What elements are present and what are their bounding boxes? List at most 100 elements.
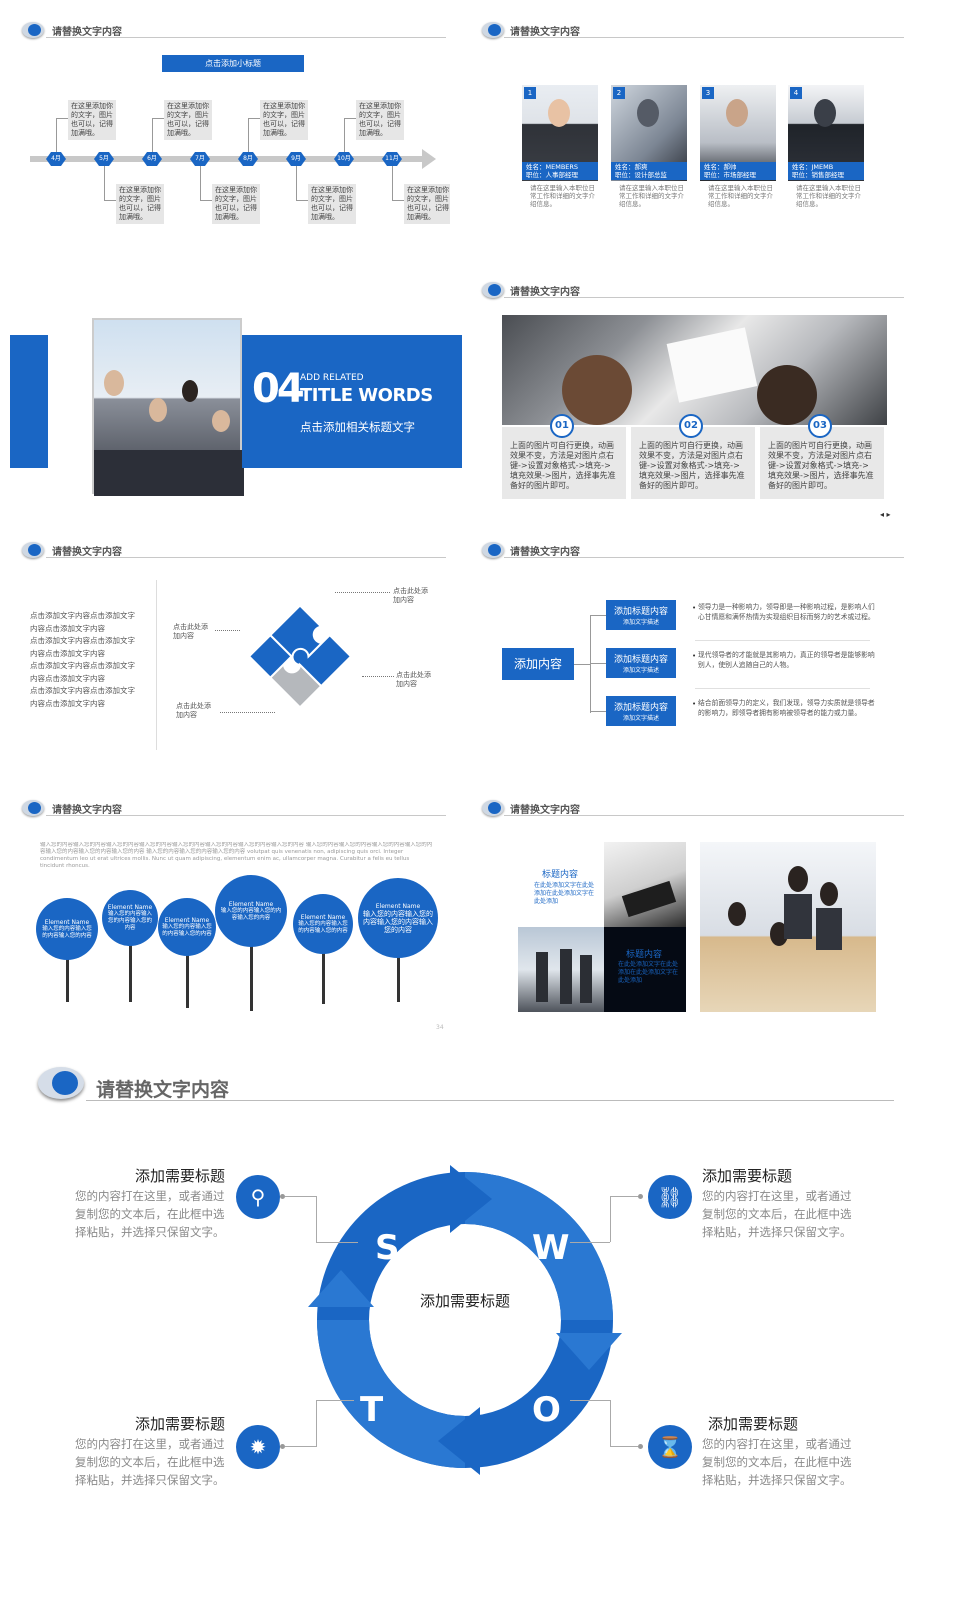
tree-text: 输入您的内容输入您的内容输入您的内容 — [42, 925, 92, 939]
timeline-month: 6月 — [142, 152, 162, 166]
swot-letter-t: T — [360, 1390, 384, 1430]
tree-title: Element Name — [375, 902, 421, 910]
member-number: 2 — [613, 87, 625, 99]
swot-cycle-ring: S W T O — [308, 1165, 622, 1475]
header-logo-icon — [482, 282, 504, 298]
left-text-line: 内容点击添加文字内容 — [30, 698, 105, 708]
slide-header: 请替换文字内容 — [52, 27, 122, 38]
team-photo — [92, 318, 244, 496]
slide-section: 04 ADD RELATED TITLE WORDS 点击添加相关标题文字 — [10, 270, 470, 510]
swot-item-text: 您的内容打在这里，或者通过复制您的文本后，在此框中选择粘贴，并选择只保留文字。 — [702, 1437, 852, 1487]
tree-trunk — [186, 950, 189, 1008]
tree-trunk — [322, 948, 325, 1004]
member-role: 职位：销售部经理 — [792, 171, 844, 179]
tree-text: 输入您的内容输入您的内容输入您的内容 — [107, 911, 152, 931]
info-box: 上面的图片可自行更换，动画效果不变，方法是对图片点右键->设置对象格式->填充-… — [502, 427, 626, 499]
tree-trunk — [66, 954, 69, 1002]
header-logo-icon — [22, 22, 44, 38]
arrow-left-icon — [308, 1270, 374, 1307]
header-logo-icon — [482, 800, 504, 816]
text-panel-dark: 标题内容 在此处添加文字在此处添加在此处添加文字在此处添加 — [604, 927, 686, 1012]
slide-header: 请替换文字内容 — [52, 805, 122, 816]
member-name: 姓名：JMEMB — [792, 163, 834, 171]
section-en-big: TITLE WORDS — [300, 385, 433, 406]
puzzle-label: 点击此处添加内容 — [173, 623, 208, 640]
tree-text: 输入您的内容输入您的内容输入您的内容输入您的内容 — [363, 909, 433, 934]
slide-header: 请替换文字内容 — [52, 547, 122, 558]
member-name: 姓名：郝帅 — [704, 163, 737, 171]
panel-desc: 在此处添加文字在此处添加在此处添加文字在此处添加 — [534, 882, 595, 905]
timeline-note: 在这里添加你的文字，图片也可以，记得加满哦。 — [116, 184, 164, 224]
timeline-month: 11月 — [382, 152, 402, 166]
title-button-sub: 添加文字描述 — [622, 715, 659, 722]
arrow-bottom-icon — [438, 1407, 480, 1475]
swot-item-text: 您的内容打在这里，或者通过复制您的文本后，在此框中选择粘贴，并选择只保留文字。 — [75, 1437, 225, 1487]
title-button[interactable]: 添加标题内容添加文字描述 — [606, 600, 676, 630]
panel-title: 标题内容 — [542, 870, 579, 880]
section-number: 04 — [252, 366, 305, 412]
section-cn-title: 点击添加相关标题文字 — [300, 420, 415, 434]
timeline-note: 在这里添加你的文字，图片也可以，记得加满哦。 — [308, 184, 356, 224]
left-text-line: 点击添加文字内容点击添加文字 — [30, 611, 135, 620]
title-button[interactable]: 添加标题内容添加文字描述 — [606, 648, 676, 678]
timeline-month: 8月 — [238, 152, 258, 166]
info-number: 03 — [808, 414, 832, 438]
puzzle-piece-bottom — [247, 633, 293, 680]
swot-item-text: 您的内容打在这里，或者通过复制您的文本后，在此框中选择粘贴，并选择只保留文字。 — [75, 1189, 225, 1239]
tree-title: Element Name — [44, 918, 90, 926]
slide-swot: 请替换文字内容 S W T O 添加需要标题 添加需要标题 您的内容打在这里，或… — [10, 1055, 930, 1610]
nav-arrows-icon[interactable]: ◂ ▸ — [880, 510, 891, 519]
bullet-icon: • — [692, 652, 697, 660]
chain-link-icon: ⛓ — [648, 1175, 692, 1219]
swot-letter-s: S — [375, 1228, 400, 1268]
header-logo-icon — [38, 1067, 84, 1099]
slide-header: 请替换文字内容 — [510, 287, 580, 298]
intro-paragraph: 输入您的内容输入您的内容输入您的内容输入您的内容输入您的内容输入您的内容输入您的… — [40, 842, 433, 869]
member-desc: 请在这里输入本职位日常工作和详细的文字介绍信息。 — [708, 184, 773, 208]
slide-meeting: 请替换文字内容 上面的图片可自行更换，动画效果不变，方法是对图片点右键->设置对… — [470, 270, 920, 520]
member-caption: 姓名：郝爽职位：设计部总监 — [611, 162, 687, 180]
timeline-month: 7月 — [190, 152, 210, 166]
member-caption: 姓名：郝帅职位：市场部经理 — [700, 162, 776, 180]
tree-text: 输入您的内容输入您的内容输入您的内容 — [162, 923, 212, 937]
slide-puzzle: 请替换文字内容 点击添加文字内容点击添加文字内容点击添加文字内容点击添加文字内容… — [10, 530, 450, 760]
header-logo-icon — [482, 22, 504, 38]
timeline-month: 10月 — [334, 152, 354, 166]
title-button-label: 添加标题内容 — [613, 703, 668, 713]
slide-header: 请替换文字内容 — [510, 27, 580, 38]
member-desc: 请在这里输入本职位日常工作和详细的文字介绍信息。 — [619, 184, 684, 208]
timeline-note: 在这里添加你的文字，图片也可以，记得加满哦。 — [212, 184, 260, 224]
header-logo-icon — [482, 542, 504, 558]
tree-title: Element Name — [164, 916, 210, 924]
main-content-box[interactable]: 添加内容 — [502, 648, 574, 680]
timeline-note: 在这里添加你的文字，图片也可以，记得加满哦。 — [164, 100, 212, 140]
slide-header: 请替换文字内容 — [510, 805, 580, 816]
panel-title: 标题内容 — [626, 950, 663, 960]
swot-item-title: 添加需要标题 — [702, 1167, 793, 1185]
puzzle-label: 点击此处添加内容 — [393, 587, 428, 604]
left-text-line: 点击添加文字内容点击添加文字 — [30, 686, 135, 695]
timeline-note: 在这里添加你的文字，图片也可以，记得加满哦。 — [356, 100, 404, 140]
timeline-note: 在这里添加你的文字，图片也可以，记得加满哦。 — [260, 100, 308, 140]
alert-badge-icon: ✹ — [236, 1425, 280, 1469]
title-button-sub: 添加文字描述 — [622, 619, 659, 626]
member-name: 姓名：MEMBERS — [526, 163, 579, 171]
title-button[interactable]: 添加标题内容添加文字描述 — [606, 696, 676, 726]
leadership-text: 结合前面领导力的定义，我们发现，领导力实质就是领导者的影响力，即领导者拥有影响被… — [698, 699, 875, 717]
subtitle-button[interactable]: 点击添加小标题 — [162, 55, 304, 72]
title-button-sub: 添加文字描述 — [622, 667, 659, 674]
swot-letter-w: W — [532, 1228, 570, 1268]
leadership-text: 现代领导者的才能就是其影响力，真正的领导者是能够影响别人，使别人追随自己的人物。 — [698, 651, 875, 669]
section-en-small: ADD RELATED — [300, 373, 364, 383]
left-text-line: 内容点击添加文字内容 — [30, 648, 105, 658]
info-box: 上面的图片可自行更换，动画效果不变，方法是对图片点右键->设置对象格式->填充-… — [631, 427, 755, 499]
arrow-right-icon — [556, 1333, 622, 1370]
left-text-line: 点击添加文字内容点击添加文字 — [30, 661, 135, 670]
weightlifter-icon: ⚲ — [236, 1175, 280, 1219]
